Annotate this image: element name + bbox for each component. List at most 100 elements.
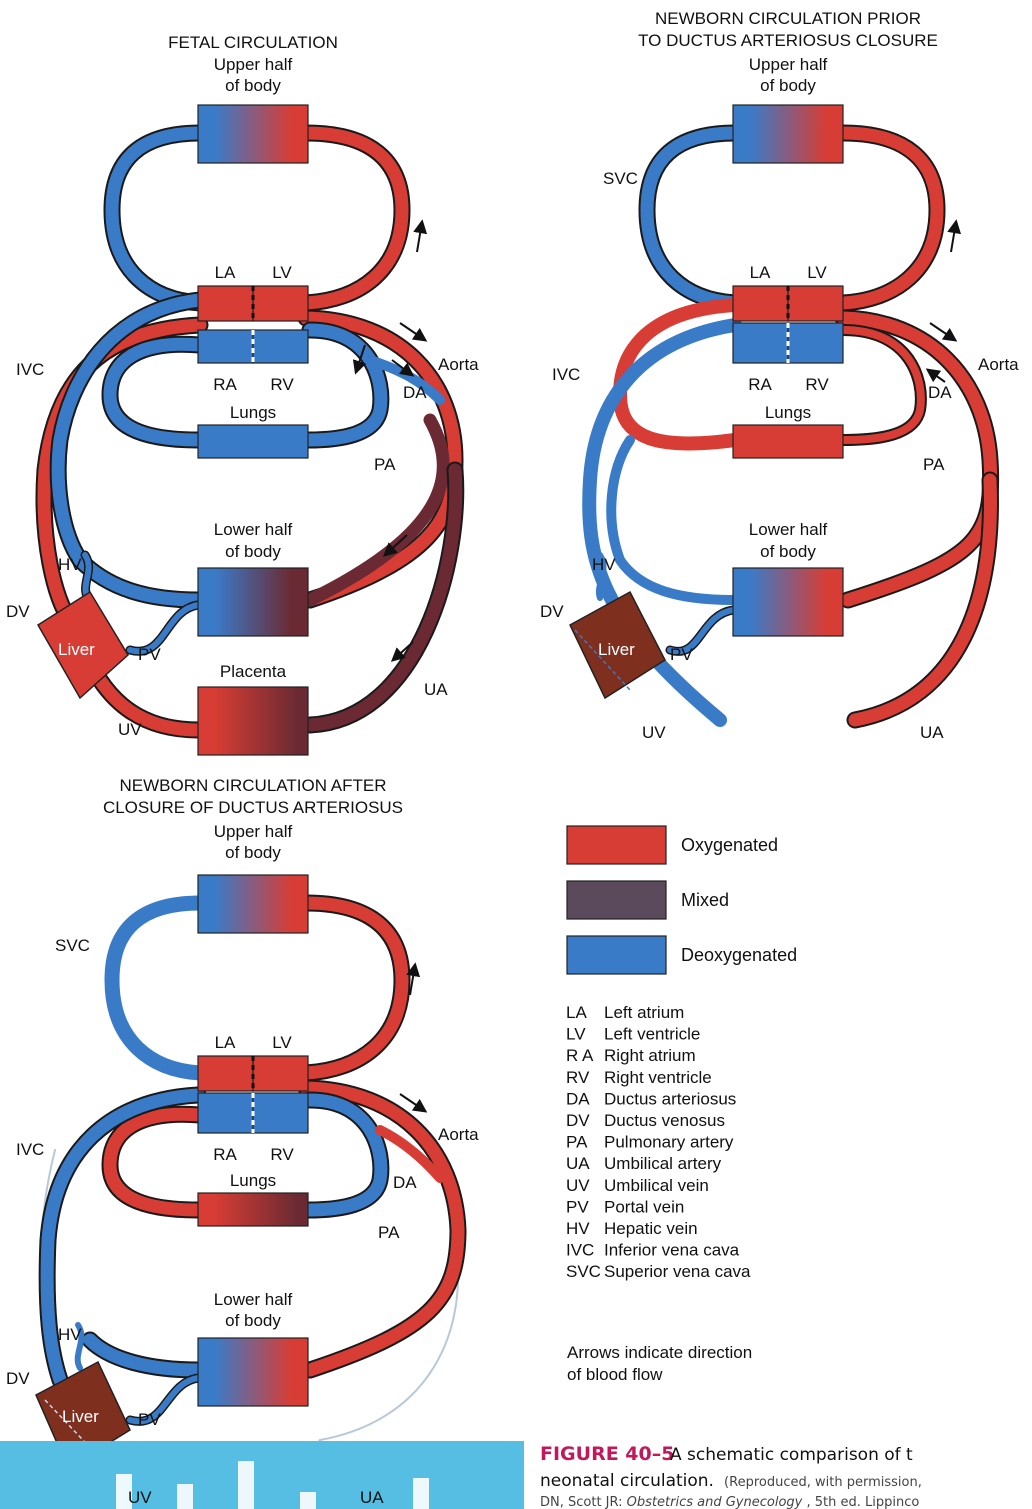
uv-label: UV	[128, 1488, 152, 1507]
flow-arrow	[352, 344, 367, 375]
legend-swatch	[566, 880, 667, 920]
left-ventricle-block	[787, 285, 844, 322]
liver-block	[569, 590, 666, 700]
lungs-block	[732, 424, 844, 459]
aorta-vessel	[834, 309, 1000, 609]
caption-heading: FIGURE 40–5	[540, 1443, 674, 1465]
ua-label: UA	[424, 680, 448, 699]
left-atrium-block	[197, 285, 254, 322]
left-atrium-block	[732, 285, 789, 322]
legend-abbr: RV	[566, 1068, 590, 1087]
liver-label: Liver	[598, 640, 635, 659]
legend-abbr: PV	[566, 1197, 589, 1216]
left-ventricle-block	[252, 285, 309, 322]
right-ventricle-block	[252, 1092, 309, 1134]
aorta-label: Aorta	[978, 355, 1019, 374]
dv-label: DV	[6, 1369, 30, 1388]
pa-label: PA	[374, 455, 396, 474]
legend-swatch	[566, 935, 667, 975]
da-label: DA	[403, 383, 427, 402]
lower-body-block	[732, 567, 844, 637]
legend-abbr-meaning: Left atrium	[604, 1003, 684, 1022]
flow-arrow	[399, 322, 428, 342]
upper-body-block	[732, 104, 844, 164]
lungs-block	[197, 1192, 309, 1227]
ra-label: RA	[213, 1145, 237, 1164]
lower-body-label-2: of body	[760, 542, 816, 561]
legend-abbr: R A	[566, 1046, 594, 1065]
legend-abbr-meaning: Left ventricle	[604, 1025, 700, 1044]
hv-label: HV	[592, 555, 616, 574]
aorta-label: Aorta	[438, 355, 479, 374]
panel-prior-title-2: TO DUCTUS ARTERIOSUS CLOSURE	[638, 31, 938, 50]
liver-label: Liver	[58, 640, 95, 659]
flow-arrow	[929, 322, 958, 342]
right-atrium-block	[197, 329, 254, 364]
rv-label: RV	[270, 1145, 294, 1164]
footer-bar	[0, 1441, 524, 1509]
la-label: LA	[215, 1033, 236, 1052]
pv-label: PV	[138, 645, 161, 664]
upper-body-block	[197, 874, 309, 934]
legend-abbr-meaning: Ductus venosus	[604, 1111, 725, 1130]
legend-abbr: LA	[566, 1003, 587, 1022]
legend-abbr: PA	[566, 1133, 588, 1152]
legend-abbr: SVC	[566, 1262, 601, 1281]
lower-body-label-2: of body	[225, 542, 281, 561]
da-label: DA	[928, 383, 952, 402]
panel-prior: NEWBORN CIRCULATION PRIOR TO DUCTUS ARTE…	[540, 9, 1019, 742]
legend-note: Arrows indicate direction	[567, 1343, 752, 1362]
lv-label: LV	[272, 1033, 292, 1052]
ra-label: RA	[213, 375, 237, 394]
uv-label: UV	[642, 723, 666, 742]
legend-abbr-meaning: Ductus arteriosus	[604, 1089, 736, 1108]
legend-note-2: of blood flow	[567, 1365, 663, 1384]
legend-abbr: UA	[566, 1154, 590, 1173]
hv-label: HV	[58, 1325, 82, 1344]
legend-swatch-label: Mixed	[681, 890, 729, 910]
legend-abbr-meaning: Right ventricle	[604, 1068, 712, 1087]
lower-body-block	[197, 567, 309, 637]
upper-body-label: Upper half	[749, 55, 828, 74]
lungs-label: Lungs	[765, 403, 811, 422]
pv-label: PV	[670, 645, 693, 664]
right-ventricle-block	[787, 322, 844, 364]
panel-after-vessels	[38, 894, 467, 1464]
dv-label: DV	[6, 602, 30, 621]
lower-body-label: Lower half	[749, 520, 828, 539]
panel-fetal-vessels	[35, 124, 465, 739]
lower-body-label: Lower half	[214, 1290, 293, 1309]
la-label: LA	[215, 263, 236, 282]
hepatic-vein-vessel	[595, 552, 607, 601]
legend-abbr: DA	[566, 1089, 590, 1108]
la-label: LA	[750, 263, 771, 282]
ua-label: UA	[920, 723, 944, 742]
panel-fetal: FETAL CIRCULATION Upper half of body LA …	[6, 33, 479, 756]
upper-body-label-2: of body	[225, 76, 281, 95]
panel-after: NEWBORN CIRCULATION AFTER CLOSURE OF DUC…	[6, 776, 479, 1470]
caption-line-2: neonatal circulation. (Reproduced, with …	[540, 1471, 922, 1491]
legend-abbr-meaning: Umbilical vein	[604, 1176, 709, 1195]
caption-line-2-prefix: neonatal circulation.	[540, 1471, 714, 1491]
legend-swatch-label: Deoxygenated	[681, 945, 797, 965]
pa-label: PA	[923, 455, 945, 474]
footer-decoration	[116, 1461, 429, 1509]
flow-arrow	[399, 1093, 428, 1113]
flow-arrow	[382, 534, 408, 557]
ivc-label: IVC	[552, 365, 580, 384]
lower-body-label: Lower half	[214, 520, 293, 539]
flow-arrow	[947, 219, 962, 253]
panel-after-title-2: CLOSURE OF DUCTUS ARTERIOSUS	[103, 798, 403, 817]
legend-abbr-meaning: Right atrium	[604, 1046, 696, 1065]
caption-line-3-italic: Obstetrics and Gynecology	[627, 1495, 803, 1509]
liver-label: Liver	[62, 1407, 99, 1426]
liver-block	[36, 590, 129, 700]
legend-abbr: UV	[566, 1176, 590, 1195]
right-ventricle-block	[252, 329, 309, 364]
upper-body-label: Upper half	[214, 822, 293, 841]
flow-arrow	[925, 368, 946, 383]
legend-swatch-label: Oxygenated	[681, 835, 778, 855]
caption-line-3: DN, Scott JR: Obstetrics and Gynecology …	[540, 1495, 919, 1509]
lv-label: LV	[807, 263, 827, 282]
